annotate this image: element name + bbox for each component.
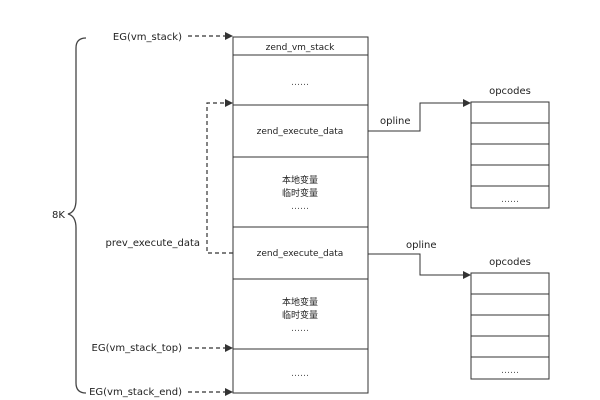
stack-dots-cell <box>232 54 369 106</box>
opcodes-1-row-4 <box>470 164 550 187</box>
opcodes-2-row-4 <box>470 335 550 358</box>
prev-execute-data-pointer-line <box>206 102 233 254</box>
opcodes-2-row-5 <box>470 356 550 380</box>
vm-stack-end-label: EG(vm_stack_end) <box>89 387 182 398</box>
execute-data-text-1: zend_execute_data <box>257 127 344 137</box>
locals-line1-text-2: 本地变量 <box>282 296 318 308</box>
opcodes-title-2: opcodes <box>489 257 531 268</box>
stack-dots-text: …… <box>291 78 309 88</box>
opcodes-title-1: opcodes <box>489 86 531 97</box>
vm-stack-end-arrowhead <box>225 388 233 396</box>
vm-stack-pointer-arrowhead <box>225 32 233 40</box>
opcodes-1-dots: …… <box>501 195 519 205</box>
vm-stack-top-arrowhead <box>225 344 233 352</box>
opcodes-2-row-2 <box>470 293 550 316</box>
stack-size-label: 8K <box>52 210 65 221</box>
opcodes-1-row-1 <box>470 101 550 124</box>
opcodes-2-row-3 <box>470 314 550 337</box>
opcodes-table-1: …… <box>470 101 550 209</box>
opcodes-1-row-2 <box>470 122 550 145</box>
vm-stack-column: zend_vm_stack …… zend_execute_data 本地变量 … <box>232 36 369 394</box>
stack-size-brace <box>67 37 87 394</box>
opline-arrowhead-1 <box>463 99 471 107</box>
vm-stack-pointer-label: EG(vm_stack) <box>113 32 182 43</box>
locals-line2-text-2: 临时变量 <box>282 309 318 321</box>
stack-bottom-dots-text: …… <box>291 369 309 379</box>
locals-cell-1 <box>232 156 369 228</box>
locals-dots-text-2: …… <box>291 324 309 334</box>
execute-data-text-2: zend_execute_data <box>257 249 344 259</box>
vm-stack-top-label: EG(vm_stack_top) <box>92 343 183 354</box>
opline-connector-2 <box>368 253 463 276</box>
opcodes-table-2: …… <box>470 272 550 380</box>
opline-connector-1 <box>368 102 463 132</box>
prev-execute-data-label: prev_execute_data <box>106 238 200 249</box>
zend-vm-stack-header-text: zend_vm_stack <box>266 43 335 53</box>
opline-label-1: opline <box>380 116 411 127</box>
stack-bottom-dots-cell <box>232 348 369 394</box>
opcodes-2-dots: …… <box>501 366 519 376</box>
opline-arrowhead-2 <box>463 271 471 279</box>
opline-label-2: opline <box>406 240 437 251</box>
locals-dots-text-1: …… <box>291 202 309 212</box>
opcodes-1-row-5 <box>470 185 550 209</box>
opcodes-2-row-1 <box>470 272 550 295</box>
opcodes-1-row-3 <box>470 143 550 166</box>
prev-execute-data-arrowhead <box>225 99 233 107</box>
locals-line2-text-1: 临时变量 <box>282 187 318 199</box>
locals-line1-text-1: 本地变量 <box>282 174 318 186</box>
execute-data-cell-1 <box>232 104 369 158</box>
